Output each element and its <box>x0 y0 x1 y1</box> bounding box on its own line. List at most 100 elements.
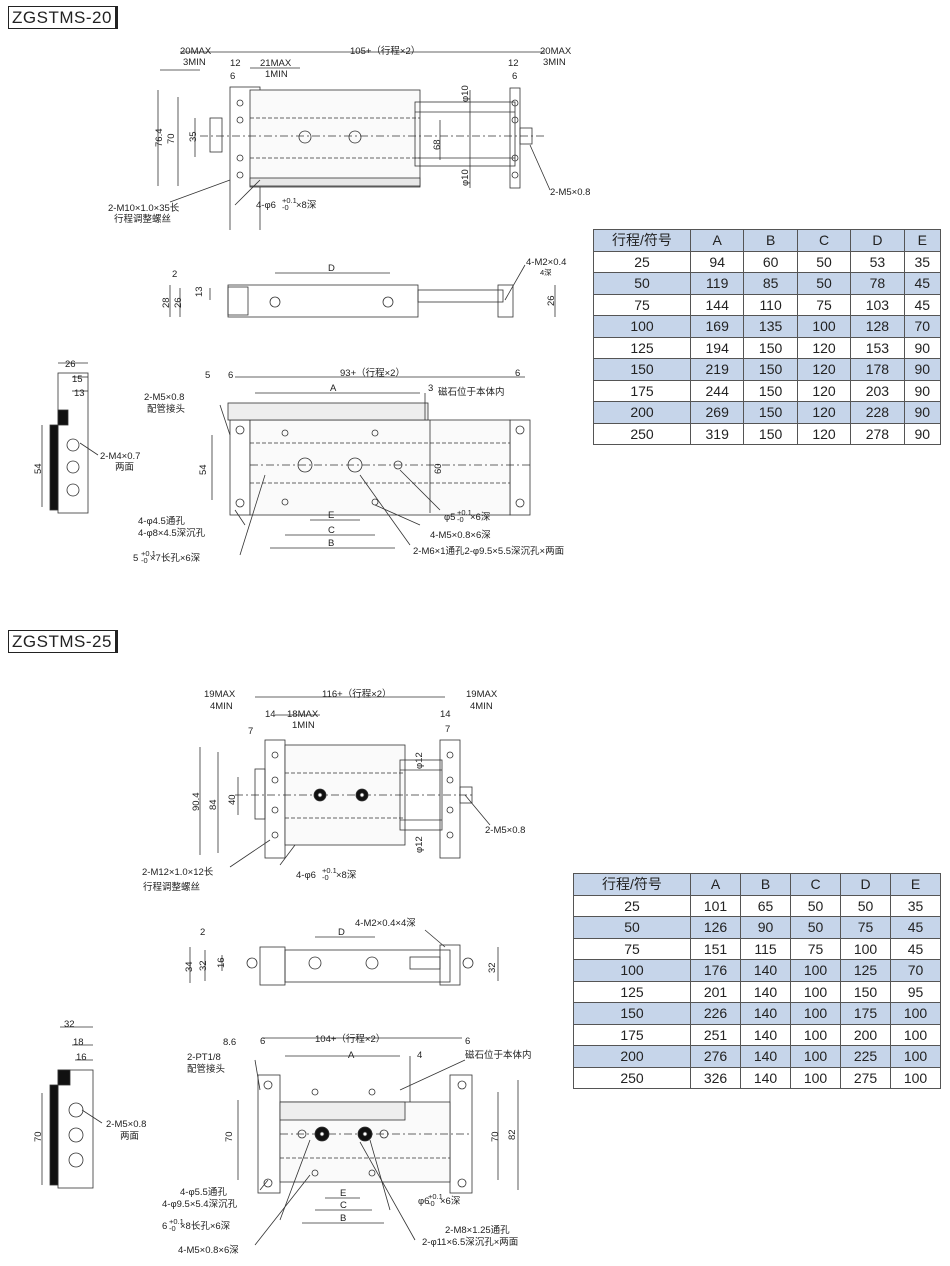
dim-label: ×6深 <box>470 512 491 523</box>
table-cell: 200 <box>840 1023 891 1046</box>
bottom-view-drawing-25: 8.6 6 104+（行程×2） 6 A 4 磁石位于本体内 2-PT1/8 配… <box>160 1030 560 1255</box>
dim-label: 90.4 <box>191 793 202 812</box>
table-header-row: 行程/符号 A B C D E <box>573 873 941 896</box>
table-cell: 319 <box>689 422 745 445</box>
dim-label: C <box>328 525 335 536</box>
table-header-cell: 行程/符号 <box>573 873 691 896</box>
dim-label: 6 <box>162 1221 167 1232</box>
table-cell: 100 <box>890 1002 941 1025</box>
table-cell: 150 <box>743 379 798 402</box>
dim-label: 2 <box>200 927 205 938</box>
dim-label: 4-φ5.5通孔 <box>180 1187 227 1198</box>
table-cell: 94 <box>689 250 745 273</box>
table-header-cell: B <box>743 229 798 252</box>
end-view-drawing-25: 32 18 16 70 2-M5×0.8 两面 <box>20 1015 160 1190</box>
section-title-zgstms-25: ZGSTMS-25 <box>8 630 118 653</box>
dim-label: 4-M5×0.8×6深 <box>178 1245 239 1255</box>
dim-label-adjuster: 行程调整螺丝 <box>143 882 201 893</box>
table-cell: 50 <box>790 916 841 939</box>
table-cell: 90 <box>740 916 791 939</box>
table-header-cell: A <box>689 229 745 252</box>
dim-label: 32 <box>64 1019 75 1030</box>
dim-label: φ5 <box>444 512 455 523</box>
table-cell: 100 <box>573 959 691 982</box>
dim-label: 7 <box>248 726 253 737</box>
dim-label: +0.1 <box>169 1217 184 1226</box>
table-cell: 100 <box>790 1023 841 1046</box>
dim-label: 4MIN <box>210 701 233 712</box>
table-cell: 75 <box>593 293 691 316</box>
table-cell: 201 <box>690 980 741 1003</box>
dim-label: 2-PT1/8 <box>187 1052 221 1063</box>
dim-label: φ10 <box>460 85 471 102</box>
table-cell: 100 <box>790 1045 841 1068</box>
table-cell: 100 <box>790 980 841 1003</box>
table-header-cell: B <box>740 873 791 896</box>
end-view-drawing-20: 26 15 13 54 2-M4×0.7 两面 <box>20 355 160 515</box>
dim-label: 40 <box>227 794 238 805</box>
dim-label: 4-φ8×4.5深沉孔 <box>138 528 206 539</box>
table-cell: 35 <box>890 894 941 917</box>
table-cell: 103 <box>850 293 905 316</box>
table-cell: 269 <box>689 401 745 424</box>
dim-label: 70 <box>33 1131 44 1142</box>
table-cell: 140 <box>740 1002 791 1025</box>
table-cell: 244 <box>689 379 745 402</box>
dim-label: +0.1 <box>141 549 156 558</box>
dim-label: 2 <box>172 269 177 280</box>
dim-label: 2-M5×0.8 <box>485 825 525 836</box>
dim-label: 28 <box>161 297 172 308</box>
table-cell: 45 <box>890 916 941 939</box>
table-cell: 228 <box>850 401 905 424</box>
table-cell: 85 <box>743 272 798 295</box>
dim-label: 4-M2×0.4×4深 <box>355 918 416 929</box>
table-header-cell: C <box>790 873 841 896</box>
dim-label: 70 <box>166 133 177 144</box>
bottom-view-drawing-20: 5 6 93+（行程×2） 6 3 2-M5×0.8 配管接头 A 磁石位于本体… <box>130 365 590 565</box>
dim-label: 2-M5×0.8 <box>106 1119 146 1130</box>
dim-label: 磁石位于本体内 <box>465 1049 532 1061</box>
table-cell: 203 <box>850 379 905 402</box>
table-header-row: 行程/符号 A B C D E <box>593 229 942 252</box>
dim-label: E <box>328 510 334 521</box>
table-cell: 250 <box>573 1066 691 1089</box>
dim-label: 2-M6×1通孔2-φ9.5×5.5深沉孔×两面 <box>413 546 564 557</box>
table-cell: 50 <box>796 250 852 273</box>
dim-label: 6 <box>512 71 517 82</box>
dim-label: 4-M2×0.4 <box>526 257 566 268</box>
table-cell: 140 <box>740 1023 791 1046</box>
table-cell: 75 <box>573 937 691 960</box>
dim-label: 5 <box>133 553 138 564</box>
table-cell: 150 <box>743 422 798 445</box>
dim-label: 3MIN <box>543 57 566 68</box>
table-cell: 75 <box>840 916 891 939</box>
table-cell: 65 <box>740 894 791 917</box>
table-cell: 95 <box>890 980 941 1003</box>
dim-label: 21MAX <box>260 58 292 69</box>
table-cell: 50 <box>840 894 891 917</box>
table-cell: 120 <box>796 379 852 402</box>
dim-label: 18MAX <box>287 709 319 720</box>
dim-label: 54 <box>198 464 209 475</box>
table-cell: 120 <box>796 401 852 424</box>
table-cell: 90 <box>903 401 942 424</box>
table-cell: 100 <box>790 959 841 982</box>
table-cell: 225 <box>840 1045 891 1068</box>
dim-label: +0.1 <box>457 508 472 517</box>
dim-label: +0.1 <box>282 196 297 205</box>
table-cell: 175 <box>573 1023 691 1046</box>
table-cell: 150 <box>573 1002 691 1025</box>
table-cell: 135 <box>743 315 798 338</box>
dim-label: 6 <box>228 370 233 381</box>
table-cell: 151 <box>690 937 741 960</box>
table-cell: 25 <box>593 250 691 273</box>
dim-label: 3 <box>428 383 433 394</box>
table-cell: 140 <box>740 1066 791 1089</box>
dim-label: 76.4 <box>154 129 165 148</box>
dim-label: 12 <box>230 58 241 69</box>
dim-label: B <box>340 1213 346 1224</box>
